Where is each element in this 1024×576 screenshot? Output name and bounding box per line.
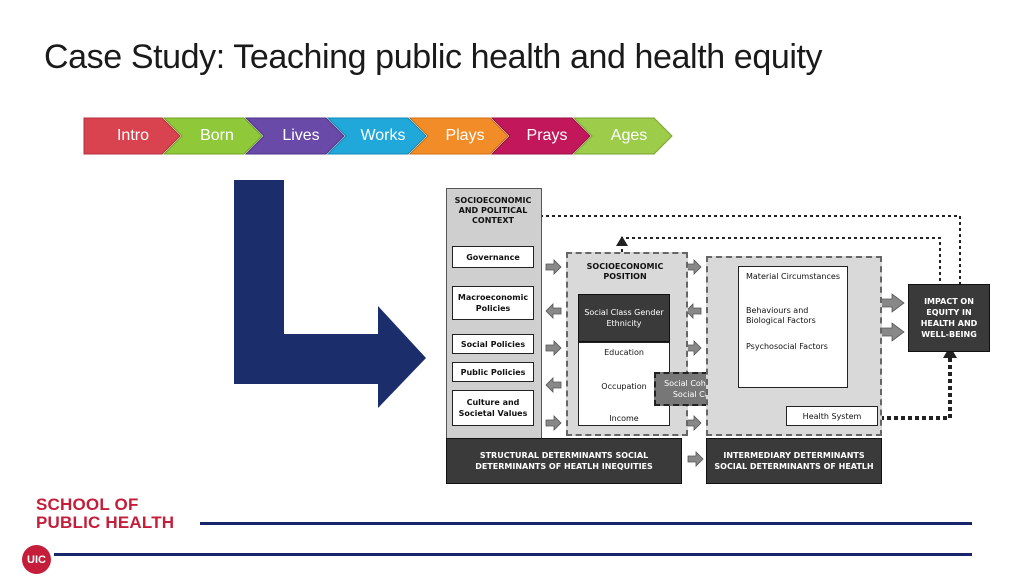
position-education: Education [604,348,644,357]
school-logo-line2: PUBLIC HEALTH [36,513,175,532]
chevron-plays[interactable] [408,117,509,155]
chevron-nav: Intro Born Lives Works Plays Prays Ages [82,114,682,158]
position-class-box: Social Class Gender Ethnicity [578,294,670,342]
context-social-policies: Social Policies [452,334,534,354]
intermediary-psychosocial: Psychosocial Factors [746,342,828,351]
intermediary-footer: INTERMEDIARY DETERMINANTS SOCIAL DETERMI… [706,438,882,484]
context-governance: Governance [452,246,534,268]
uic-badge: UIC [22,545,51,574]
footer-rule-top [200,522,972,525]
intermediary-behaviours: Behaviours and Biological Factors [746,306,816,325]
footer-rule-bottom [54,553,972,556]
chevron-intro[interactable] [83,117,181,155]
chevron-lives[interactable] [244,117,345,155]
context-culture: Culture and Societal Values [452,390,534,426]
context-heading: SOCIOECONOMIC AND POLITICAL CONTEXT [454,196,532,225]
context-macroeconomic: Macroeconomic Policies [452,286,534,320]
school-logo-line1: SCHOOL OF [36,495,139,514]
health-determinants-diagram: SOCIOECONOMIC AND POLITICAL CONTEXT Gove… [440,186,1000,490]
slide-title: Case Study: Teaching public health and h… [44,38,823,76]
structural-footer: STRUCTURAL DETERMINANTS SOCIAL DETERMINA… [446,438,682,484]
chevron-ages[interactable] [572,117,673,155]
impact-box: IMPACT ON EQUITY IN HEALTH AND WELL-BEIN… [908,284,990,352]
chevron-works[interactable] [326,117,427,155]
context-public-policies: Public Policies [452,362,534,382]
chevron-label-lives: Lives [282,127,320,144]
chevron-label-prays: Prays [526,127,568,144]
chevron-label-born: Born [200,127,234,144]
chevron-label-works: Works [360,127,406,144]
chevron-label-ages: Ages [610,127,648,144]
intermediary-inner [738,266,848,388]
chevron-label-intro: Intro [116,127,149,144]
position-occupation: Occupation [601,382,647,391]
chevron-shapes [83,117,673,155]
position-heading: SOCIOECONOMIC POSITION [586,262,664,281]
school-logo: SCHOOL OF PUBLIC HEALTH [36,496,174,532]
health-system-box: Health System [786,406,878,426]
chevron-label-plays: Plays [445,127,485,144]
chevron-born[interactable] [162,117,263,155]
chevron-prays[interactable] [490,117,591,155]
position-income: Income [609,414,639,423]
bent-arrow-icon [234,180,426,408]
intermediary-material: Material Circumstances [746,272,840,281]
